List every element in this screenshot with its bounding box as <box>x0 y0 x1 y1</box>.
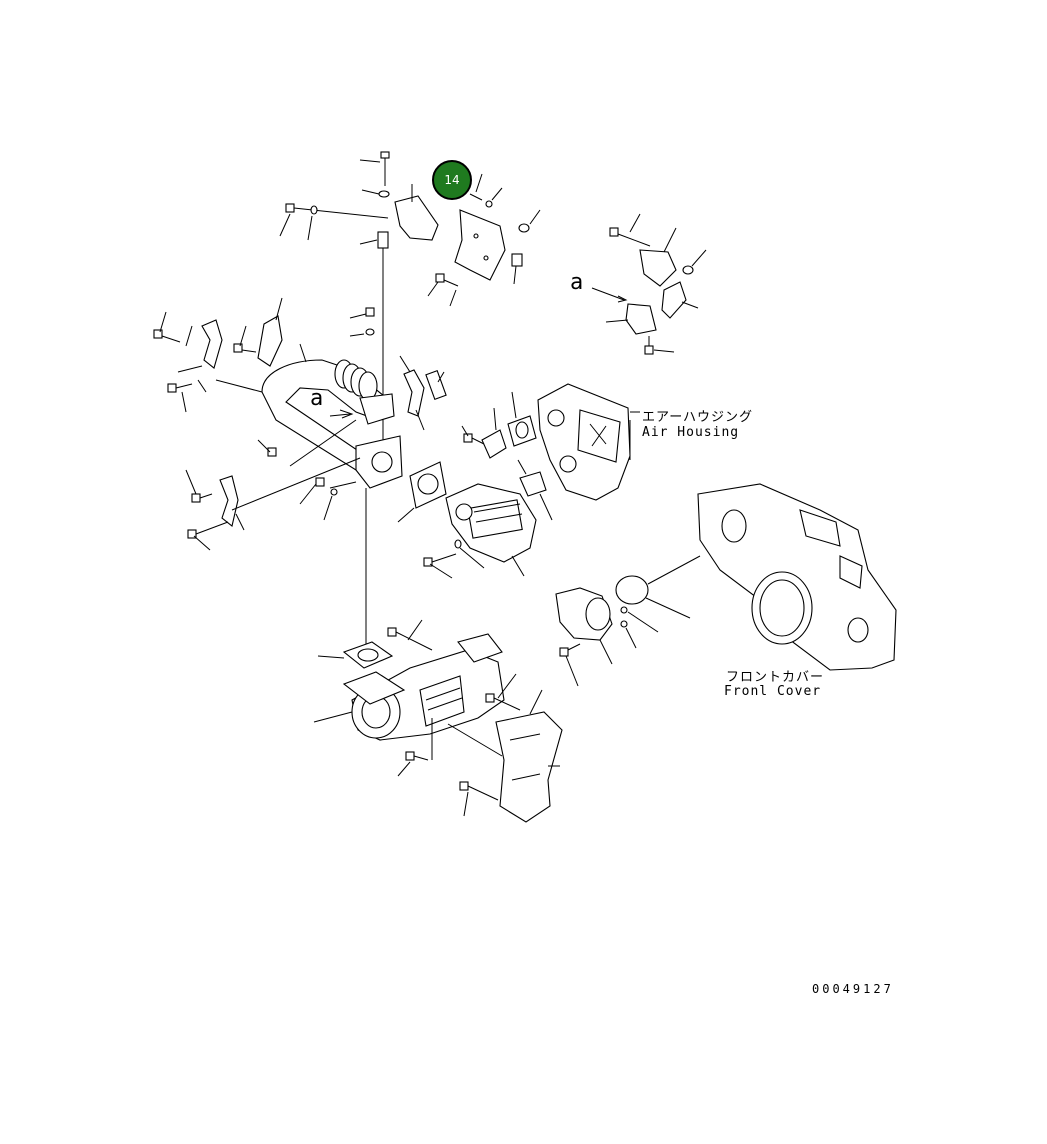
bolt <box>191 493 201 503</box>
bolt <box>387 627 397 637</box>
callout-14-label: 14 <box>444 173 460 187</box>
air-housing-en-label: Air Housing <box>642 425 740 440</box>
front-cover-group <box>615 483 897 671</box>
sleeve <box>511 253 523 267</box>
spacer <box>377 231 389 249</box>
air-housing-group <box>461 383 640 501</box>
washer <box>365 328 375 336</box>
drawing-number: 00049127 <box>812 982 894 996</box>
bolt <box>435 273 445 283</box>
view-a-label-left: a <box>310 386 325 411</box>
egr-cooler-group <box>313 619 563 823</box>
o-ring <box>620 620 628 628</box>
egr-valve-group <box>397 459 553 579</box>
o-ring <box>615 575 649 605</box>
air-housing-jp-label: エアーハウジング <box>642 410 753 425</box>
throttle-group <box>555 587 659 687</box>
pipe-clamp <box>403 369 425 417</box>
bolt <box>644 345 654 355</box>
bolt <box>153 329 163 339</box>
bolt <box>267 447 277 457</box>
bracket-plate <box>394 195 439 241</box>
pipe-clamp <box>219 475 239 527</box>
pipe-flange <box>359 393 395 425</box>
nut <box>518 223 530 233</box>
o-ring <box>620 606 628 614</box>
pin <box>425 370 447 400</box>
bolt <box>485 693 495 703</box>
bracket <box>639 249 677 287</box>
bracket <box>625 303 657 335</box>
bolt <box>405 751 415 761</box>
cooler-bracket <box>495 711 563 823</box>
view-a-bracket-group <box>591 213 707 355</box>
washer <box>454 539 462 549</box>
clamp <box>661 281 687 319</box>
view-a-label-right: a <box>570 270 585 295</box>
bolt <box>609 227 619 237</box>
bolt <box>167 383 177 393</box>
bolt <box>459 781 469 791</box>
washer <box>378 190 390 198</box>
cooler-flange <box>342 671 406 705</box>
gasket <box>519 471 547 497</box>
pipe-clamp <box>257 315 283 367</box>
mounting-hole <box>483 255 489 261</box>
front-cover-jp-label: フロントカバー <box>726 670 825 685</box>
front-cover-en-label: Fronl Cover <box>724 684 822 699</box>
callout-14[interactable]: 14 <box>432 160 472 200</box>
bolt <box>380 151 390 159</box>
egr-pipe-group <box>153 297 447 650</box>
cooler-flange <box>457 633 503 663</box>
bellows <box>334 359 378 401</box>
mounting-plate <box>454 209 506 281</box>
washer <box>485 200 493 208</box>
flange-port <box>371 451 393 473</box>
bolt <box>365 307 375 317</box>
mounting-hole <box>473 233 479 239</box>
washer <box>330 488 338 496</box>
nut <box>682 265 694 275</box>
pipe-clamp <box>201 319 223 369</box>
bolt <box>315 477 325 487</box>
bolt <box>233 343 243 353</box>
washer <box>310 205 318 215</box>
bolt <box>285 203 295 213</box>
bolt <box>559 647 569 657</box>
top-bracket-group <box>279 151 541 452</box>
cover-plate <box>481 429 507 459</box>
